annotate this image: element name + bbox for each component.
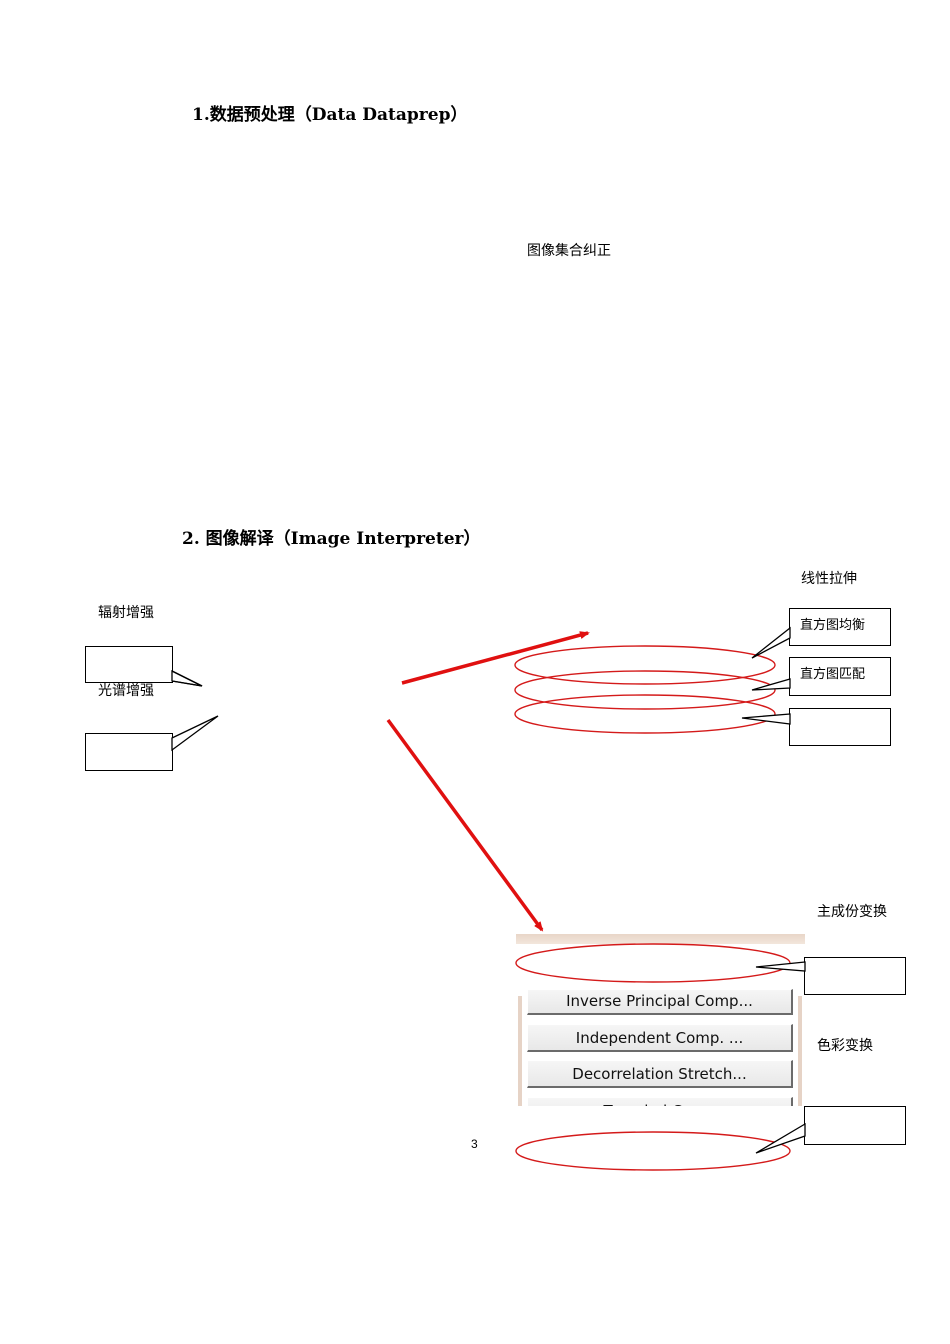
menu-screenshot: Inverse Principal Comp... Independent Co…: [516, 934, 805, 1106]
label-image-geocorrect: 图像集合纠正: [527, 243, 611, 259]
callout-box-left-2: [85, 733, 173, 771]
menu-item-independent-comp[interactable]: Independent Comp. ...: [527, 1024, 793, 1052]
label-pca: 主成份变换: [817, 904, 887, 920]
menu-item-tasseled-cap[interactable]: Tasseled Cap...: [527, 1097, 793, 1106]
callout-histogram-match: 直方图匹配: [789, 657, 891, 696]
highlight-ellipse-1: [514, 645, 776, 685]
menu-frame-left: [518, 996, 522, 1106]
label-linear-stretch: 线性拉伸: [801, 571, 857, 587]
red-arrow-lower: [386, 718, 544, 932]
menu-item-decorrelation-stretch[interactable]: Decorrelation Stretch...: [527, 1060, 793, 1088]
label-spectral: 光谱增强: [98, 683, 154, 699]
callout-empty-3: [804, 1106, 906, 1145]
callout-pointer-right-2: [751, 678, 791, 691]
label-radiometric: 辐射增强: [98, 605, 154, 621]
label-color-transform: 色彩变换: [817, 1038, 873, 1054]
callout-histogram-equalization: 直方图均衡: [789, 608, 891, 646]
callout-pointer-right-1: [751, 626, 791, 659]
menu-item-inverse-principal-comp[interactable]: Inverse Principal Comp...: [527, 989, 793, 1015]
callout-pointer-right-5: [755, 1122, 806, 1154]
callout-empty-1: [789, 708, 891, 746]
menu-titlebar: [516, 934, 805, 944]
callout-pointer-left-2: [171, 715, 219, 752]
menu-frame-right: [798, 996, 802, 1106]
highlight-ellipse-4: [515, 943, 791, 983]
highlight-ellipse-2: [514, 670, 776, 710]
callout-pointer-right-4: [755, 961, 806, 972]
red-arrow-upper: [401, 631, 590, 685]
page-number: 3: [471, 1137, 478, 1151]
section1-title: 1.数据预处理（Data Dataprep）: [192, 105, 468, 125]
highlight-ellipse-5: [515, 1131, 791, 1171]
callout-empty-2: [804, 957, 906, 995]
callout-box-left-1: [85, 646, 173, 683]
section2-title: 2. 图像解译（Image Interpreter）: [182, 529, 481, 549]
highlight-ellipse-3: [514, 694, 776, 734]
callout-pointer-right-3: [741, 713, 791, 725]
